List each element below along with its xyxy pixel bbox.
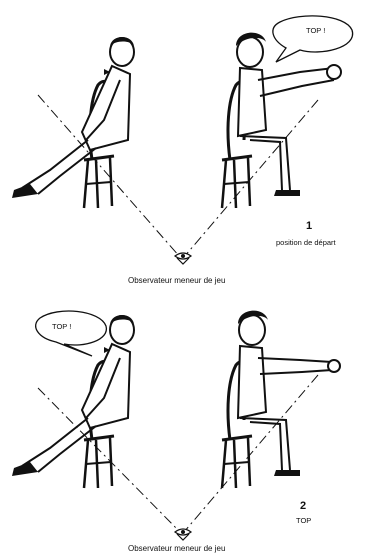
right-person-2: [222, 311, 340, 488]
observer-label-1: Observateur meneur de jeu: [128, 276, 225, 285]
speech-text-2: TOP !: [52, 322, 71, 331]
left-person-1: [12, 37, 134, 208]
eye-icon: [175, 253, 191, 264]
observer-label-2: Observateur meneur de jeu: [128, 544, 225, 553]
speech-bubble-1: [273, 16, 353, 62]
panel-2: [12, 311, 340, 540]
panel-number-2: 2: [300, 500, 306, 512]
panel-number-1: 1: [306, 220, 312, 232]
panel-1: [12, 16, 353, 264]
panel-caption-2: TOP: [296, 516, 311, 525]
speech-text-1: TOP !: [306, 26, 325, 35]
panel-caption-1: position de départ: [276, 238, 336, 247]
eye-icon: [175, 529, 191, 540]
speech-bubble-2: [36, 311, 107, 356]
